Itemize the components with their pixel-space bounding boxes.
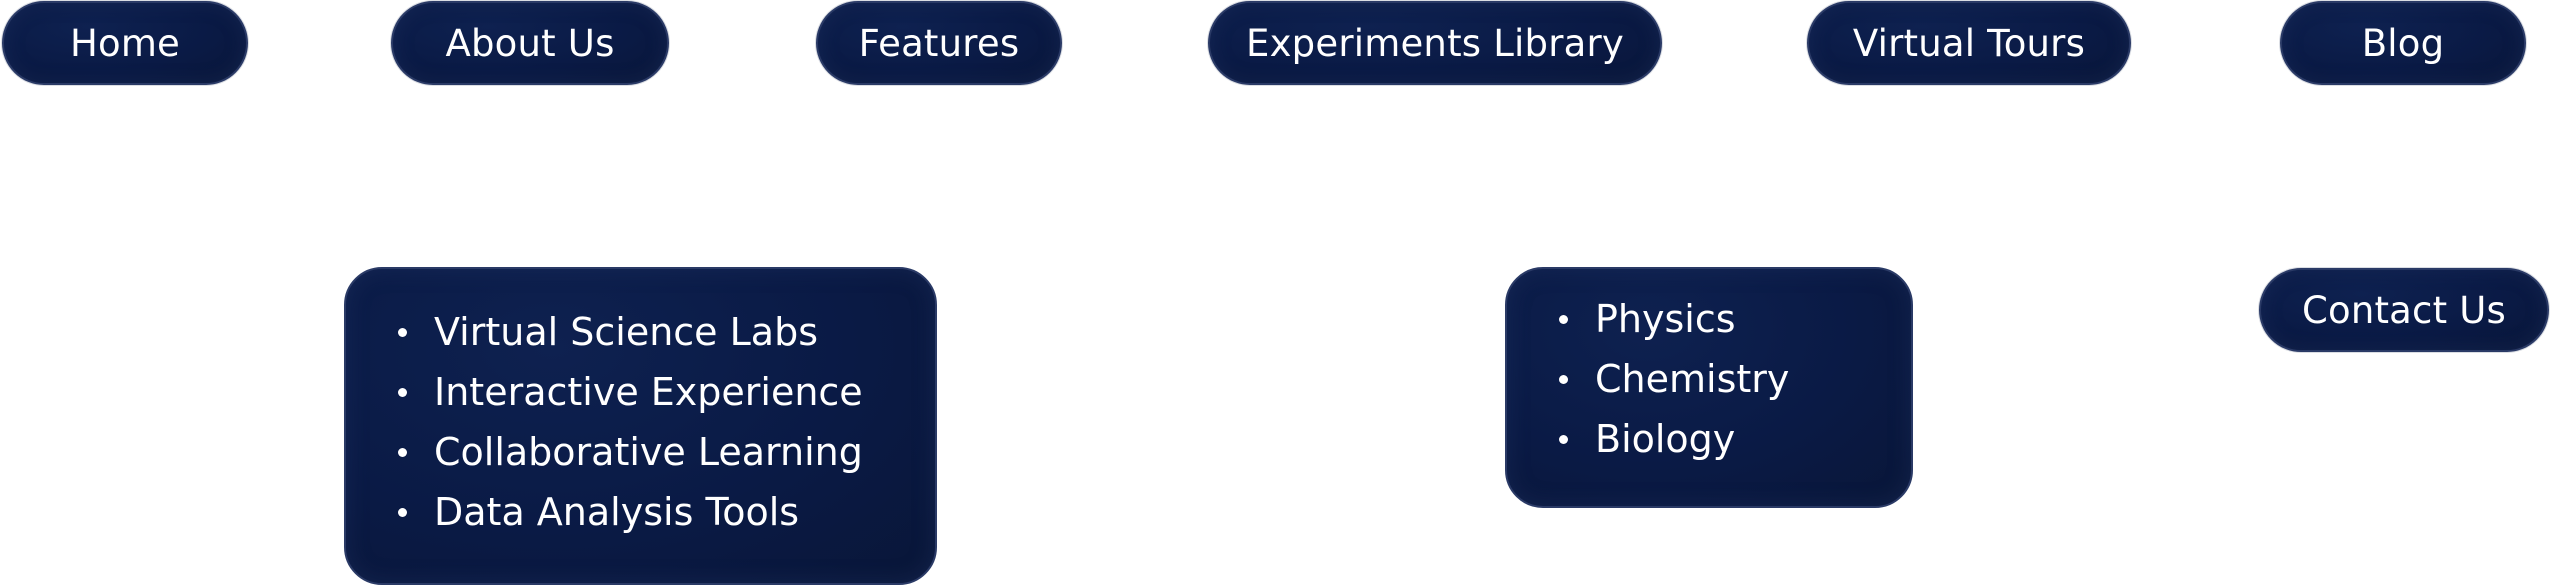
features-dropdown-menu: Virtual Science Labs Interactive Experie… (344, 267, 937, 585)
dropdown-item-label: Chemistry (1595, 357, 1790, 401)
dropdown-item-collaborative-learning[interactable]: Collaborative Learning (346, 422, 935, 482)
bullet-icon (1559, 315, 1568, 324)
dropdown-item-label: Data Analysis Tools (434, 490, 800, 534)
features-dropdown-list: Virtual Science Labs Interactive Experie… (346, 302, 935, 542)
nav-blog-button[interactable]: Blog (2280, 1, 2526, 85)
dropdown-item-physics[interactable]: Physics (1507, 289, 1911, 349)
bullet-icon (398, 508, 407, 517)
dropdown-item-label: Interactive Experience (434, 370, 863, 414)
dropdown-item-label: Physics (1595, 297, 1736, 341)
experiments-dropdown-list: Physics Chemistry Biology (1507, 289, 1911, 469)
bullet-icon (398, 448, 407, 457)
dropdown-item-label: Biology (1595, 417, 1736, 461)
nav-about-us-button[interactable]: About Us (391, 1, 669, 85)
nav-virtual-tours-button[interactable]: Virtual Tours (1807, 1, 2131, 85)
nav-features-button[interactable]: Features (816, 1, 1062, 85)
dropdown-item-virtual-science-labs[interactable]: Virtual Science Labs (346, 302, 935, 362)
dropdown-item-label: Collaborative Learning (434, 430, 863, 474)
bullet-icon (398, 388, 407, 397)
dropdown-item-data-analysis-tools[interactable]: Data Analysis Tools (346, 482, 935, 542)
bullet-icon (1559, 435, 1568, 444)
contact-us-button[interactable]: Contact Us (2259, 268, 2549, 352)
dropdown-item-interactive-experience[interactable]: Interactive Experience (346, 362, 935, 422)
dropdown-item-label: Virtual Science Labs (434, 310, 819, 354)
dropdown-item-biology[interactable]: Biology (1507, 409, 1911, 469)
nav-experiments-library-button[interactable]: Experiments Library (1208, 1, 1662, 85)
nav-home-button[interactable]: Home (2, 1, 248, 85)
bullet-icon (1559, 375, 1568, 384)
experiments-dropdown-menu: Physics Chemistry Biology (1505, 267, 1913, 508)
bullet-icon (398, 328, 407, 337)
dropdown-item-chemistry[interactable]: Chemistry (1507, 349, 1911, 409)
